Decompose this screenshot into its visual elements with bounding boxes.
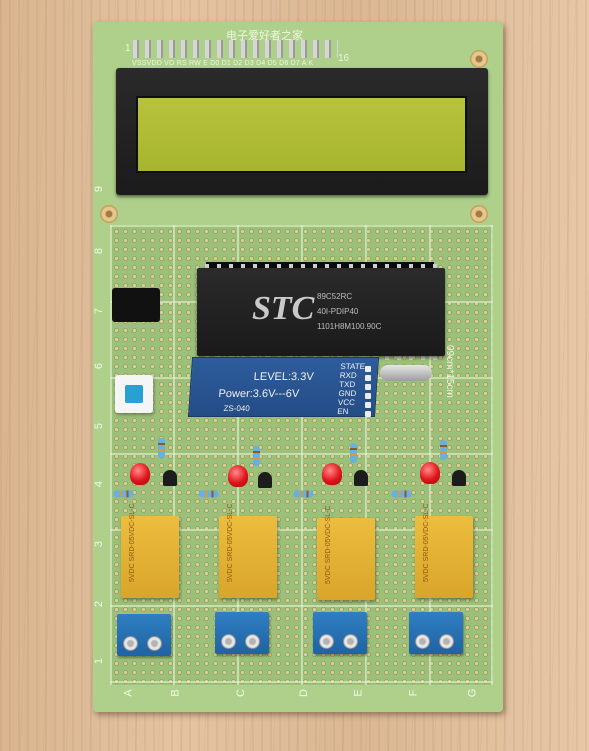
mcu-pins-top (205, 264, 437, 270)
mcu-line2: 40I-PDIP40 (317, 307, 359, 316)
transistor (258, 472, 272, 488)
screw-icon (343, 634, 358, 649)
column-letter: F (407, 689, 420, 697)
relay-marking: 5VDC SRD-05VDC-SL-C (325, 505, 332, 584)
push-button-cap (125, 385, 143, 403)
red-led (228, 465, 248, 487)
screw-icon (147, 636, 162, 651)
row-number: 6 (93, 362, 106, 370)
row-number: 3 (93, 540, 106, 548)
resistor (293, 490, 314, 498)
bt-model-label: ZS-040 (223, 404, 251, 413)
column-letter: E (352, 689, 365, 697)
column-letter: B (169, 689, 182, 697)
bt-pin-state: STATE (340, 362, 366, 371)
lcd-pin16-label: 16 (338, 53, 350, 64)
relay-4: 5VDC SRD-05VDC-SL-C (415, 503, 473, 598)
bt-pin-en: EN (336, 407, 349, 416)
bluetooth-module: LEVEL:3.3V Power:3.6V---6V ZS-040 STATE … (187, 357, 380, 417)
resistor (253, 446, 260, 466)
bt-header-pin (365, 393, 371, 399)
bt-pin-vcc: VCC (337, 398, 356, 407)
bt-level-label: LEVEL:3.3V (253, 371, 315, 383)
relay-marking: 5VDC SRD-05VDC-SL-C (227, 503, 234, 582)
screw-icon (439, 634, 454, 649)
resistor (440, 440, 447, 460)
lcd-header-pins (133, 40, 338, 58)
bt-pin-rxd: RXD (339, 371, 358, 380)
dc-power-jack (112, 288, 160, 322)
bt-pin-txd: TXD (338, 380, 356, 389)
row-number: 4 (93, 480, 106, 488)
mount-hole (470, 50, 488, 68)
column-letter: C (234, 689, 247, 697)
row-number: 9 (93, 185, 106, 193)
relay-1: 5VDC SRD-05VDC-SL-C (121, 503, 179, 598)
lcd-header-chinese-label: 电子爱好者之家 (226, 30, 303, 42)
lcd-pin-labels: VSSVDD VO RS RW E D0 D1 D2 D3 D4 D5 D6 D… (132, 60, 314, 67)
bt-power-label: Power:3.6V---6V (218, 388, 300, 400)
bt-pin-gnd: GND (338, 389, 357, 398)
column-letter: D (297, 689, 310, 697)
bt-header-pin (365, 375, 371, 381)
resistor (113, 490, 134, 498)
bt-header-pin (365, 366, 371, 372)
column-letter: A (122, 689, 135, 697)
red-led (130, 463, 150, 485)
mcu-logo: STC (252, 290, 315, 327)
relay-marking: 5VDC SRD-05VDC-SL-C (129, 503, 136, 582)
mcu-chip: STC 89C52RC 40I-PDIP40 1101H8M100.90C (197, 268, 445, 356)
red-led (420, 462, 440, 484)
relay-2: 5VDC SRD-05VDC-SL-C (219, 503, 277, 598)
board-size-label: 09cm*15cm (444, 345, 455, 398)
screw-icon (319, 634, 334, 649)
bt-header-pin (365, 402, 371, 408)
screw-terminal-2 (215, 612, 269, 654)
relay-marking: 5VDC SRD-05VDC-SL-C (423, 503, 430, 582)
screw-terminal-1 (117, 614, 171, 656)
screw-icon (123, 636, 138, 651)
row-number: 2 (93, 600, 106, 608)
mount-hole (100, 205, 118, 223)
relay-3: 5VDC SRD-05VDC-SL-C (317, 505, 375, 600)
row-number: 5 (93, 422, 106, 430)
screw-terminal-4 (409, 612, 463, 654)
mount-hole (470, 205, 488, 223)
screw-icon (415, 634, 430, 649)
row-number: 1 (93, 657, 106, 665)
bt-header-pin (365, 384, 371, 390)
bt-header-pin (365, 411, 371, 417)
lcd-screen (136, 96, 467, 173)
screw-icon (245, 634, 260, 649)
resistor (391, 490, 412, 498)
column-letter: G (466, 688, 479, 698)
row-number: 8 (93, 247, 106, 255)
transistor (452, 470, 466, 486)
crystal-oscillator (380, 365, 432, 381)
resistor (350, 443, 357, 463)
row-number: 7 (93, 307, 106, 315)
screw-terminal-3 (313, 612, 367, 654)
resistor (158, 438, 165, 458)
mcu-line1: 89C52RC (317, 292, 353, 301)
lcd-pin1-label: 1 (125, 43, 131, 54)
transistor (163, 470, 177, 486)
transistor (354, 470, 368, 486)
screw-icon (221, 634, 236, 649)
mcu-line3: 1101H8M100.90C (317, 322, 382, 331)
red-led (322, 463, 342, 485)
resistor (198, 490, 219, 498)
